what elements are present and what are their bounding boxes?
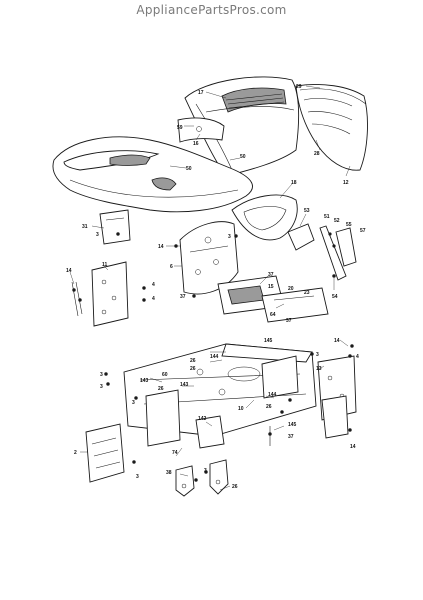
callout: 3 [204,468,207,474]
callout: 4 [356,354,359,360]
callout: 26 [190,366,196,372]
fender-bracket [99,209,131,245]
callout: 3 [228,234,231,240]
callout: 28 [314,151,320,157]
battery-platform [217,275,329,323]
hood [184,76,300,177]
main-frame [123,343,317,449]
right-side-plate [317,355,357,439]
callout: 145 [288,422,297,428]
callout: 50 [240,154,246,160]
callout: 13 [316,366,322,372]
callout-labels: 17 29 59 16 28 50 12 50 31 3 18 53 51 52… [66,84,366,490]
callout: 37 [288,434,294,440]
callout: 14 [350,444,356,450]
callout: 14 [158,244,164,250]
callout: 4 [152,282,155,288]
callout: 23 [304,290,310,296]
fender [52,136,253,213]
callout: 12 [343,180,349,186]
callout: 144 [268,392,277,398]
callout: 11 [102,262,108,268]
callout: 26 [190,358,196,364]
callout: 29 [296,84,302,90]
dash-panel [177,117,225,143]
callout: 4 [152,296,155,302]
callout: 60 [162,372,168,378]
callout: 18 [291,180,297,186]
callout: 145 [264,338,273,344]
callout: 53 [304,208,310,214]
callout: 38 [166,470,172,476]
callout: 143 [180,382,189,388]
callout: 6 [170,264,173,270]
callout: 31 [82,224,88,230]
leader-lines [69,85,351,491]
callout: 54 [332,294,338,300]
callout: 37 [286,318,292,324]
callout: 3 [100,372,103,378]
callout: 143 [140,378,149,384]
grille [295,84,368,171]
callout: 2 [74,450,77,456]
callout: 50 [186,166,192,172]
fasteners [71,232,354,482]
callout: 3 [96,232,99,238]
callout: 64 [270,312,276,318]
callout: 26 [232,484,238,490]
callout: 55 [346,222,352,228]
callout: 26 [158,386,164,392]
callout: 15 [268,284,274,290]
dash-mount-plate [179,221,239,295]
callout: 10 [238,406,244,412]
callout: 3 [132,400,135,406]
callout: 37 [268,272,274,278]
callout: 14 [334,338,340,344]
callout: 3 [136,474,139,480]
callout: 20 [288,286,294,292]
callout: 57 [360,228,366,234]
left-side-plate [91,261,129,327]
callout: 17 [198,90,204,96]
callout: 37 [180,294,186,300]
callout: 16 [193,141,199,147]
callout: 52 [334,218,340,224]
callout: 142 [198,416,207,422]
lower-brackets [175,459,229,497]
callout: 59 [177,125,183,131]
front-plate [85,423,125,483]
callout: 26 [266,404,272,410]
bracket-set-right [287,223,357,281]
heat-shield [231,194,298,241]
callout: 3 [100,384,103,390]
callout: 74 [172,450,178,456]
callout: 14 [66,268,72,274]
callout: 51 [324,214,330,220]
callout: 3 [316,352,319,358]
callout: 144 [210,354,219,360]
site-watermark: AppliancePartsPros.com [136,3,287,17]
